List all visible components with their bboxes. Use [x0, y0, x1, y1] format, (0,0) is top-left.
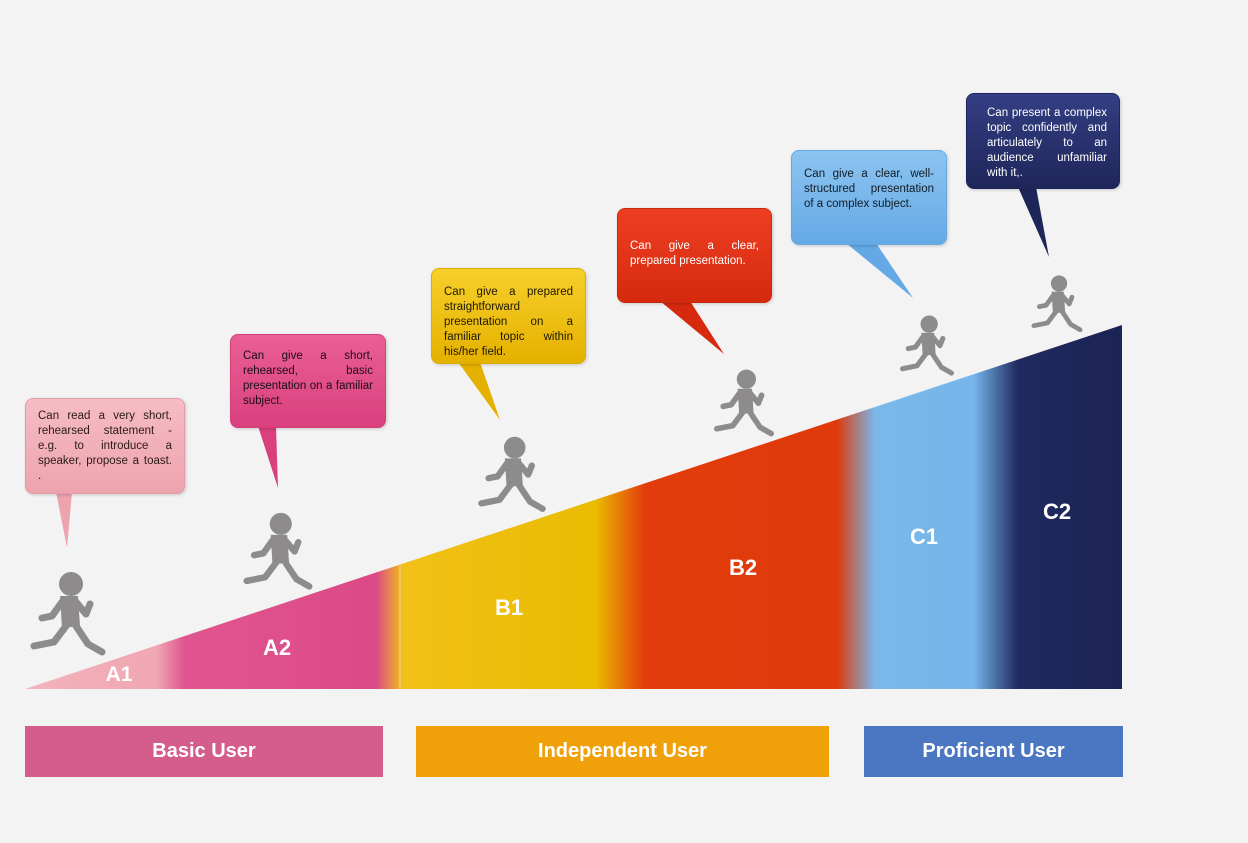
description-c1: Can give a clear, well-structured presen… — [804, 168, 934, 210]
runner-figure-a1 — [30, 572, 106, 656]
bubble-tail-b1 — [458, 362, 500, 420]
bubble-tails — [56, 187, 1049, 548]
bubble-tail-c2 — [1018, 187, 1049, 257]
bubble-tail-a2 — [258, 426, 278, 488]
speech-bubble-b2: Can give a clear, prepared presentation. — [617, 208, 772, 303]
speech-bubble-a2: Can give a short, rehearsed, basic prese… — [230, 334, 386, 428]
description-b2: Can give a clear, prepared presentation. — [630, 240, 759, 267]
level-label-c1: C1 — [909, 524, 939, 549]
description-a2: Can give a short, rehearsed, basic prese… — [243, 350, 373, 407]
level-label-c2: C2 — [1042, 499, 1072, 524]
category-basic-user-label: Basic User — [152, 740, 256, 762]
category-proficient-user: Proficient User — [864, 726, 1123, 777]
description-b1: Can give a prepared straightforward pres… — [444, 286, 573, 358]
level-label-a1: A1 — [105, 663, 133, 686]
level-label-b1: B1 — [494, 595, 524, 620]
speech-bubble-c1: Can give a clear, well-structured presen… — [791, 150, 947, 245]
runner-figure-a2 — [243, 512, 313, 590]
speech-bubble-c2: Can present a complex topic confidently … — [966, 93, 1120, 189]
level-label-a2: A2 — [262, 635, 292, 660]
speech-bubble-a1: Can read a very short, rehearsed stateme… — [25, 398, 185, 494]
runner-figure-c2 — [1031, 275, 1083, 333]
runner-figure-b2 — [713, 369, 775, 437]
runner-figure-c1 — [900, 315, 954, 376]
category-independent-user: Independent User — [416, 726, 829, 777]
category-basic-user: Basic User — [25, 726, 383, 777]
description-a1: Can read a very short, rehearsed stateme… — [38, 410, 172, 482]
runners — [30, 275, 1083, 656]
bubble-tail-b2 — [660, 301, 724, 354]
category-proficient-user-label: Proficient User — [922, 740, 1065, 762]
bubble-tail-c1 — [846, 243, 913, 298]
runner-figure-b1 — [478, 436, 546, 512]
category-independent-user-label: Independent User — [538, 740, 707, 762]
level-label-b2: B2 — [728, 555, 758, 580]
speech-bubble-b1: Can give a prepared straightforward pres… — [431, 268, 586, 364]
bubble-tail-a1 — [56, 492, 72, 548]
ramp — [25, 325, 1122, 689]
ramp-shape — [25, 325, 1122, 689]
description-c2: Can present a complex topic confidently … — [987, 107, 1107, 179]
